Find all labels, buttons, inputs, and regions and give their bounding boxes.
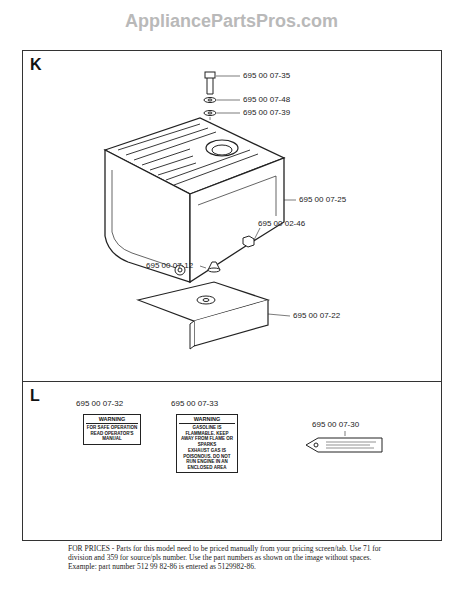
panel-letter: L bbox=[30, 387, 40, 405]
part-number: 695 00 07-12 bbox=[146, 261, 193, 271]
warning-text: GASOLINE IS FLAMMABLE. KEEP AWAY FROM FL… bbox=[179, 425, 235, 447]
part-number: 695 00 07-22 bbox=[293, 311, 340, 321]
footer-note: FOR PRICES - Parts for this model need t… bbox=[68, 544, 398, 571]
warning-decal: WARNINGFOR SAFE OPERATION READ OPERATOR'… bbox=[83, 414, 141, 445]
part-number: 695 00 02-46 bbox=[258, 219, 305, 229]
warning-heading: WARNING bbox=[86, 416, 138, 424]
panel-letter: K bbox=[30, 56, 42, 74]
watermark: AppliancePartsPros.com bbox=[125, 10, 338, 32]
warning-decal: WARNINGGASOLINE IS FLAMMABLE. KEEP AWAY … bbox=[176, 414, 238, 473]
part-number: 695 00 07-33 bbox=[171, 399, 218, 409]
part-number: 695 00 07-35 bbox=[243, 71, 290, 81]
part-number: 695 00 07-39 bbox=[243, 108, 290, 118]
panel-frame: K bbox=[22, 50, 442, 382]
part-number: 695 00 07-25 bbox=[299, 195, 346, 205]
warning-text: FOR SAFE OPERATION READ OPERATOR'S MANUA… bbox=[86, 425, 138, 442]
part-number: 695 00 07-30 bbox=[312, 420, 359, 430]
part-number: 695 00 07-32 bbox=[76, 399, 123, 409]
warning-heading: WARNING bbox=[179, 416, 235, 424]
part-number: 695 00 07-48 bbox=[243, 95, 290, 105]
warning-text: EXHAUST GAS IS POISONOUS. DO NOT RUN ENG… bbox=[179, 448, 235, 470]
